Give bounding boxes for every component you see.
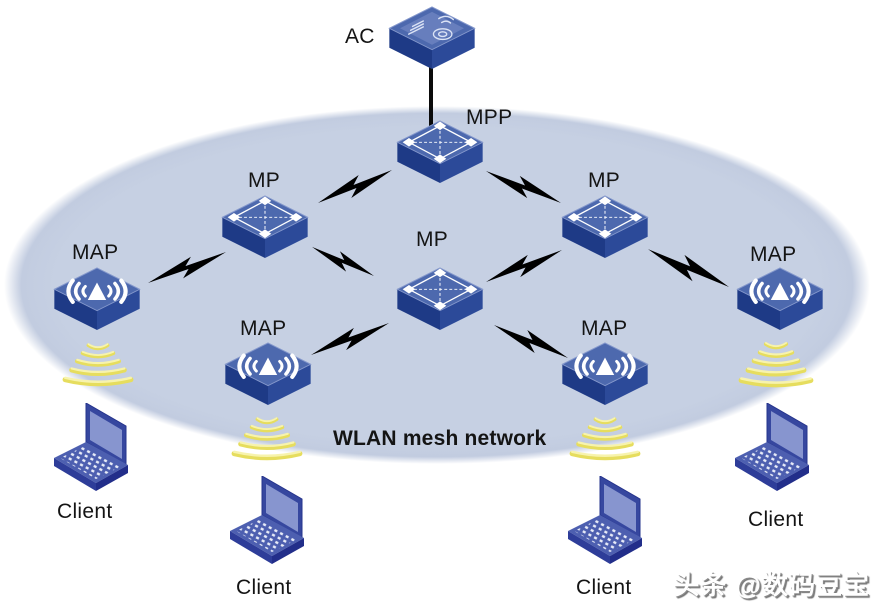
node-map-bottom-left antenna-device-icon [224,342,312,406]
client-bottom-left laptop-icon [230,476,314,576]
label-mp-right: MP [588,169,621,192]
wifi-signal-waves-bottom-left-icon [231,411,303,469]
node-ac ac-device-icon [388,6,476,70]
wifi-signal-waves-right-icon [738,336,814,396]
client-right laptop-icon [733,403,821,503]
node-mp-left mesh-device-icon [221,195,309,259]
bolt-mp-left-map-left-icon [148,252,226,284]
bolt-mp-center-map-bottom-left-icon [311,323,389,356]
label-client-bottom-left: Client [236,576,292,599]
bolt-mp-right-map-right-icon [648,248,729,287]
label-mp-center: MP [416,228,449,251]
label-mp-left: MP [248,169,281,192]
label-ac: AC [345,25,375,48]
node-mp-right mesh-device-icon [561,195,649,259]
label-map-right: MAP [750,243,797,266]
node-mp-center mesh-device-icon [396,267,484,331]
wifi-signal-waves-bottom-right-icon [569,411,641,469]
label-map-bottom-left: MAP [240,317,287,340]
bolt-mp-left-mp-center-icon [312,246,374,276]
watermark: 头条 @数码豆宝 [673,570,870,600]
node-map-right antenna-device-icon [736,267,824,331]
label-map-bottom-right: MAP [581,317,628,340]
bolt-mpp-mp-left-icon [318,170,392,204]
client-bottom-right laptop-icon [568,476,652,576]
node-map-left antenna-device-icon [53,267,141,331]
wifi-signal-waves-left-icon [62,337,134,395]
label-mpp: MPP [466,106,513,129]
label-client-bottom-right: Client [576,576,632,599]
mesh-network-title: WLAN mesh network [333,427,547,450]
bolt-mp-center-map-bottom-right-icon [494,324,568,358]
wired-link-line [429,52,433,154]
label-client-right: Client [748,508,804,531]
bolt-mp-center-mp-right-icon [486,250,562,283]
label-map-left: MAP [72,241,119,264]
bolt-mpp-mp-right-icon [486,170,561,203]
node-map-bottom-right antenna-device-icon [561,342,649,406]
label-client-left: Client [57,500,113,523]
client-left laptop-icon [54,403,138,503]
